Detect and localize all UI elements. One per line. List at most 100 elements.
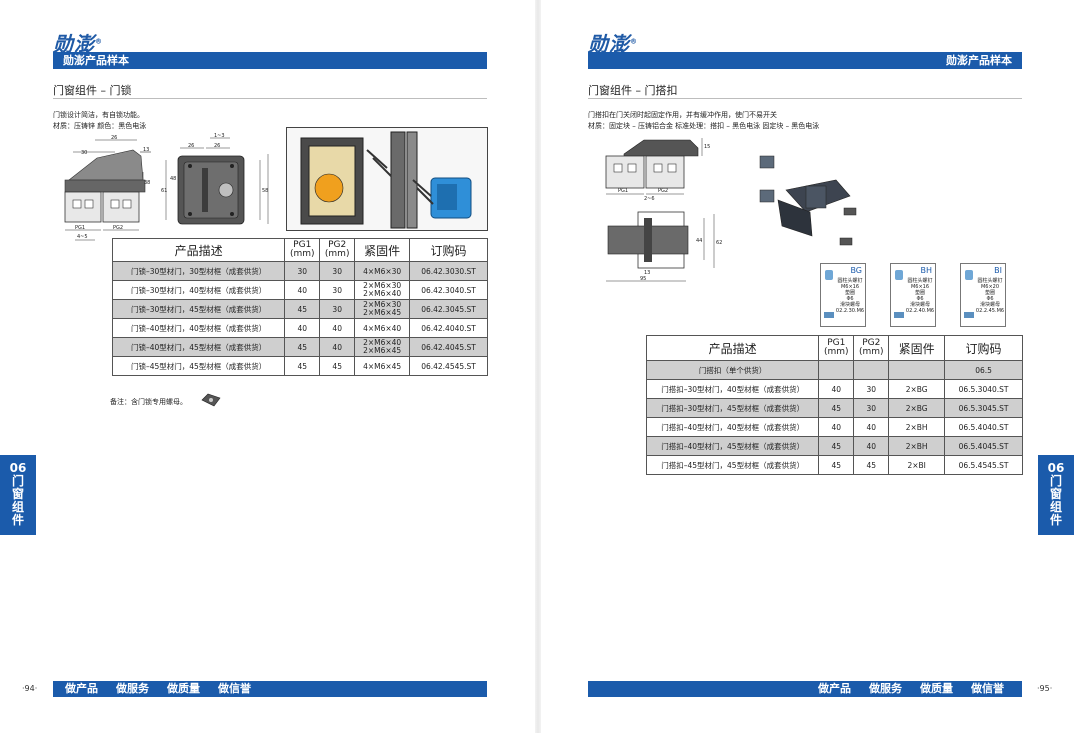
card-line: 02.2.45.M6 bbox=[975, 308, 1005, 314]
table-row: 门搭扣–40型材门，45型材框（成套供货） 45 40 2×BH 06.5.40… bbox=[645, 436, 1023, 456]
table-row: 门锁–30型材门，40型材框（成套供货） 40 30 2×M6×30 2×M6×… bbox=[111, 280, 488, 300]
card-line: 滑块螺母 bbox=[839, 302, 860, 308]
row-fastener: 2×BG bbox=[888, 398, 946, 418]
row-pg1: 45 bbox=[818, 398, 855, 418]
row-pg1: 45 bbox=[818, 455, 855, 475]
lock-front-drawing: 1~3 26 26 61 58 48 bbox=[161, 133, 268, 225]
dim-label: 61 bbox=[161, 188, 167, 194]
dim-label: 38 bbox=[144, 180, 150, 186]
lock-spec-table: 产品描述 PG1(mm) PG2(mm) 紧固件 订购码 门锁–30型材门，30… bbox=[111, 238, 488, 376]
dim-label: 13 bbox=[644, 270, 650, 276]
description-line: 门锁设计简洁，有自锁功能。 bbox=[53, 111, 144, 119]
row-order-code: 06.5 bbox=[944, 360, 1023, 380]
col-header-order-code: 订购码 bbox=[409, 238, 488, 262]
hasp-parts-image bbox=[759, 155, 857, 246]
row-pg2: 30 bbox=[853, 379, 890, 399]
card-line: 垫圈 bbox=[914, 290, 925, 296]
card-line: 圆柱头螺钉 bbox=[837, 278, 863, 284]
section-title: 门窗组件 – 门搭扣 bbox=[588, 84, 678, 97]
row-pg2: 30 bbox=[319, 261, 356, 281]
row-pg2: 40 bbox=[319, 318, 356, 338]
slot-nut-icon bbox=[894, 312, 904, 318]
row-pg2: 45 bbox=[853, 455, 890, 475]
card-line: M6×16 bbox=[910, 284, 930, 290]
row-fastener: 4×M6×30 bbox=[354, 261, 411, 281]
table-row: 门锁–40型材门，45型材框（成套供货） 45 40 2×M6×40 2×M6×… bbox=[111, 337, 488, 357]
row-description: 门锁–40型材门，40型材框（成套供货） bbox=[111, 318, 286, 338]
card-line: 垫圈 bbox=[984, 290, 995, 296]
row-pg2 bbox=[853, 360, 890, 380]
nut-icon bbox=[201, 393, 221, 407]
table-row: 门搭扣–30型材门，45型材框（成套供货） 45 30 2×BG 06.5.30… bbox=[645, 398, 1023, 418]
col-header-order-code: 订购码 bbox=[944, 335, 1023, 361]
row-pg2: 40 bbox=[853, 436, 890, 456]
table-row: 门锁–30型材门，30型材框（成套供货） 30 30 4×M6×30 06.42… bbox=[111, 261, 488, 281]
row-fastener: 4×M6×40 bbox=[354, 318, 411, 338]
card-line: 02.2.40.M6 bbox=[905, 308, 935, 314]
dim-label: 58 bbox=[262, 188, 268, 194]
pg1-label: PG1 bbox=[827, 338, 846, 348]
card-line: Φ6 bbox=[916, 296, 924, 302]
screw-icon bbox=[825, 270, 833, 280]
footer-slogan: 做服务 bbox=[116, 682, 149, 695]
pg1-unit: (mm) bbox=[824, 347, 849, 357]
card-line: Φ6 bbox=[986, 296, 994, 302]
dim-label: 62 bbox=[716, 240, 722, 246]
footer-slogan: 做服务 bbox=[869, 682, 902, 695]
row-description: 门搭扣–30型材门，45型材框（成套供货） bbox=[645, 398, 820, 418]
chapter-tab-left: 06 门 窗 组 件 bbox=[0, 455, 36, 535]
row-description: 门锁–30型材门，40型材框（成套供货） bbox=[111, 280, 286, 300]
row-fastener bbox=[888, 360, 946, 380]
dim-label: 13 bbox=[143, 147, 149, 153]
card-line: 圆柱头螺钉 bbox=[907, 278, 933, 284]
card-tag: BG bbox=[850, 266, 862, 275]
chapter-char: 窗 bbox=[1049, 487, 1062, 501]
row-description: 门锁–45型材门，45型材框（成套供货） bbox=[111, 356, 286, 376]
chapter-char: 件 bbox=[1049, 513, 1062, 527]
dim-label: 48 bbox=[170, 176, 176, 182]
chapter-char: 组 bbox=[11, 500, 24, 514]
fastener-card-bg: BG 圆柱头螺钉 M6×16 垫圈 Φ6 滑块螺母 02.2.30.M6 bbox=[820, 263, 866, 327]
row-pg2: 30 bbox=[853, 398, 890, 418]
row-pg1: 40 bbox=[284, 280, 321, 300]
chapter-number: 06 bbox=[1047, 461, 1065, 475]
footer-bar: 做产品做服务做质量做信誉 bbox=[588, 681, 1022, 697]
dim-label: 95 bbox=[640, 276, 646, 282]
pg2-unit: (mm) bbox=[324, 249, 350, 259]
lock-side-drawing: 30 26 13 38 4~5 PG1 PG2 bbox=[64, 135, 151, 241]
material-line: 材质：固定块 – 压铸铝合金 标准处理：搭扣 – 黑色电泳 固定块 – 黑色电泳 bbox=[588, 122, 820, 130]
registered-mark: ® bbox=[95, 37, 103, 46]
row-order-code: 06.5.4040.ST bbox=[944, 417, 1023, 437]
col-header-fastener: 紧固件 bbox=[888, 335, 946, 361]
col-header-pg2: PG2(mm) bbox=[319, 238, 356, 262]
screw-icon bbox=[895, 270, 903, 280]
row-pg1: 45 bbox=[284, 356, 321, 376]
row-pg1: 45 bbox=[818, 436, 855, 456]
dim-label: 15 bbox=[704, 144, 710, 150]
chapter-tab-right: 06 门 窗 组 件 bbox=[1038, 455, 1074, 535]
row-order-code: 06.5.4545.ST bbox=[944, 455, 1023, 475]
row-pg1: 40 bbox=[818, 379, 855, 399]
slot-nut-icon bbox=[964, 312, 974, 318]
product-description: 门搭扣在门关闭时起固定作用，并有缓冲作用，使门不易开关 材质：固定块 – 压铸铝… bbox=[588, 110, 819, 132]
header-bar-title: 勋澎产品样本 bbox=[63, 54, 129, 67]
screw-icon bbox=[965, 270, 973, 280]
row-order-code: 06.5.4045.ST bbox=[944, 436, 1023, 456]
row-order-code: 06.42.4045.ST bbox=[409, 337, 488, 357]
slot-nut-icon bbox=[824, 312, 834, 318]
footer-slogan: 做信誉 bbox=[218, 682, 251, 695]
pg1-label: PG1 bbox=[293, 240, 312, 250]
dim-label: 26 bbox=[188, 143, 194, 149]
row-fastener: 2×BG bbox=[888, 379, 946, 399]
chapter-char: 门 bbox=[1049, 474, 1062, 488]
pg1-unit: (mm) bbox=[289, 249, 315, 259]
table-row: 门搭扣–45型材门，45型材框（成套供货） 45 45 2×BI 06.5.45… bbox=[645, 455, 1023, 475]
row-description: 门搭扣–40型材门，45型材框（成套供货） bbox=[645, 436, 820, 456]
dim-label: 26 bbox=[214, 143, 220, 149]
row-fastener: 2×BH bbox=[888, 417, 946, 437]
row-fastener: 2×M6×30 2×M6×40 bbox=[354, 280, 411, 300]
note-text: 备注：含门锁专用螺母。 bbox=[110, 398, 187, 406]
row-pg2: 40 bbox=[853, 417, 890, 437]
col-header-pg2: PG2(mm) bbox=[853, 335, 890, 361]
header-bar: 勋澎产品样本 bbox=[53, 52, 487, 69]
